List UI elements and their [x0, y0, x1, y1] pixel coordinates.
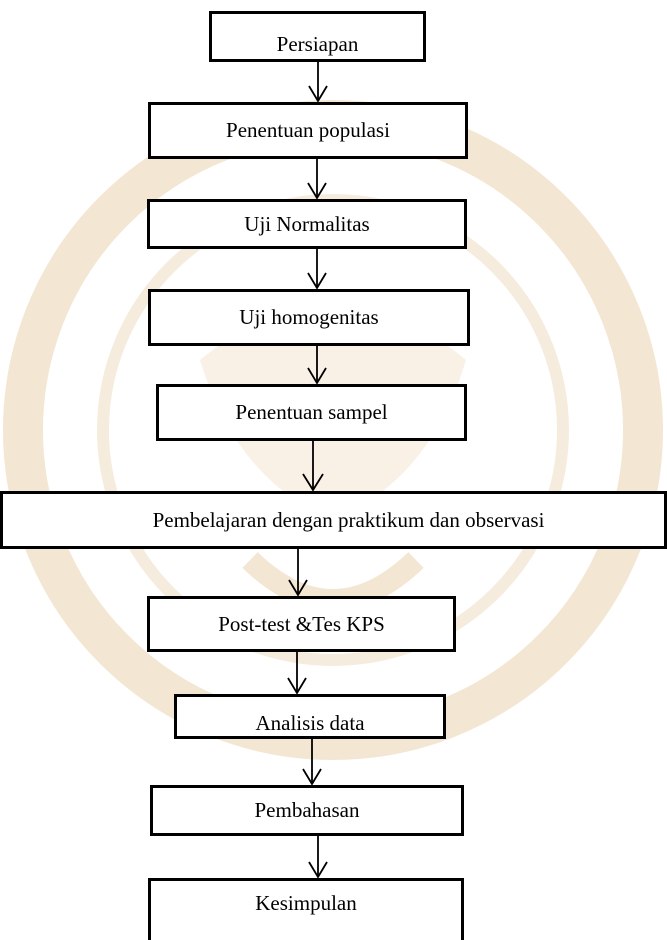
arrow-down-icon [302, 739, 322, 786]
arrow-down-icon [288, 549, 308, 597]
arrow-down-icon [287, 652, 307, 695]
step-penentuan-sampel: Penentuan sampel [156, 384, 467, 441]
arrow-down-icon [307, 346, 327, 385]
step-pembahasan: Pembahasan [150, 785, 464, 836]
arrow-down-icon [302, 441, 324, 492]
step-penentuan-populasi: Penentuan populasi [148, 102, 468, 159]
step-pembelajaran: Pembelajaran dengan praktikum dan observ… [0, 491, 667, 549]
arrow-down-icon [308, 62, 328, 103]
step-kesimpulan: Kesimpulan [148, 878, 464, 940]
step-persiapan: Persiapan [209, 11, 426, 62]
step-post-test: Post-test &Tes KPS [147, 596, 456, 652]
step-uji-homogenitas: Uji homogenitas [148, 289, 470, 346]
step-uji-normalitas: Uji Normalitas [147, 199, 467, 249]
arrow-down-icon [307, 159, 327, 200]
arrow-down-icon [307, 249, 327, 290]
arrow-down-icon [308, 836, 328, 879]
step-analisis-data: Analisis data [174, 694, 446, 739]
